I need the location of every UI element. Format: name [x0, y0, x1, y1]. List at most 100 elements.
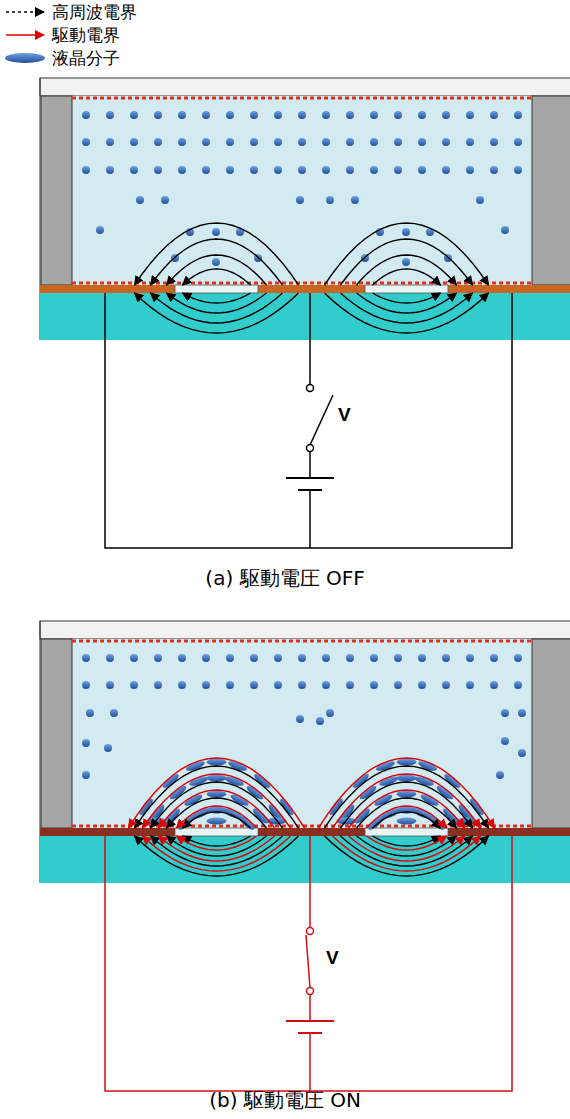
battery-plate [298, 1032, 322, 1034]
lc-molecule-aligned [207, 791, 227, 798]
hf-field-line [135, 766, 299, 828]
lc-molecule [106, 111, 114, 119]
lc-molecule [322, 166, 330, 174]
lc-molecule [202, 138, 210, 146]
panel-on [40, 621, 570, 1091]
lc-molecule [130, 111, 138, 119]
hf-field-line [325, 293, 489, 333]
wire [105, 293, 512, 548]
drive-field-line [367, 836, 447, 850]
lc-molecule [370, 166, 378, 174]
hf-field-line [325, 766, 489, 828]
lc-molecule [154, 681, 162, 689]
lc-molecule [250, 654, 258, 662]
lc-molecule [442, 681, 450, 689]
dotted-line [72, 640, 532, 643]
switch-contact [307, 445, 314, 452]
lc-molecule [514, 681, 522, 689]
battery-plate [298, 489, 322, 491]
hf-field-line [151, 836, 283, 866]
molecules [82, 111, 522, 266]
wire [306, 935, 310, 988]
lc-molecule [466, 166, 474, 174]
hf-field-line [357, 293, 457, 313]
lc-molecule [370, 654, 378, 662]
legend-label: 高周波電界 [52, 2, 137, 22]
wire [309, 1033, 311, 1091]
lc-molecule [226, 681, 234, 689]
lc-molecule [370, 111, 378, 119]
legend-sample-drive-field [6, 34, 44, 36]
lc-molecule [226, 654, 234, 662]
lc-molecule [490, 166, 498, 174]
lc-molecule [442, 138, 450, 146]
lc-molecule [490, 654, 498, 662]
lc-molecule [298, 138, 306, 146]
figure-caption: (b) 駆動電圧 ON [209, 1088, 361, 1112]
bottom-substrate [40, 835, 570, 883]
battery-plate [286, 477, 334, 479]
lc-molecule [161, 196, 169, 204]
lc-molecule-aligned [252, 772, 272, 790]
lc-molecule [402, 228, 410, 236]
lc-molecule [346, 138, 354, 146]
dotted-line [72, 97, 532, 100]
lc-molecule [178, 654, 186, 662]
lc-molecule [130, 166, 138, 174]
lc-molecule [322, 654, 330, 662]
hf-field-line [341, 782, 473, 828]
lc-molecule [346, 681, 354, 689]
lc-molecule [490, 138, 498, 146]
lc-molecule [518, 709, 526, 717]
field-lines [129, 758, 495, 876]
drive-field-line [319, 758, 495, 828]
hf-field-line [183, 269, 251, 285]
lc-molecule-aligned [397, 818, 417, 825]
hf-field-line [357, 255, 457, 285]
hf-field-line [325, 223, 489, 285]
lc-molecule [274, 138, 282, 146]
lc-molecule [466, 138, 474, 146]
lc-molecule [326, 709, 334, 717]
lc-molecule [442, 166, 450, 174]
circuit [105, 836, 512, 1091]
lc-molecule [496, 771, 504, 779]
wire [309, 995, 311, 1021]
legend-label: 駆動電界 [52, 25, 120, 45]
lc-molecule-aligned [397, 775, 417, 782]
lc-molecule [326, 196, 334, 204]
wire [309, 490, 311, 548]
lc-molecule [130, 681, 138, 689]
lc-molecule [86, 709, 94, 717]
spacer [41, 639, 72, 828]
lc-molecule [370, 138, 378, 146]
top-substrate [40, 78, 570, 96]
hf-field-line [167, 836, 267, 856]
wire [309, 293, 311, 384]
drive-field-line [349, 836, 465, 861]
electrode-gap [365, 285, 448, 293]
lc-molecule [501, 709, 509, 717]
hf-field-line [341, 836, 473, 866]
lc-molecule-aligned [207, 818, 227, 825]
hf-field-line [135, 836, 299, 876]
lc-molecule [514, 111, 522, 119]
lc-molecule [130, 138, 138, 146]
lc-molecule [82, 138, 90, 146]
lc-molecule [316, 717, 324, 725]
drive-field-line [159, 836, 275, 861]
lc-molecule [394, 166, 402, 174]
lc-molecule [298, 166, 306, 174]
hf-field-line [167, 255, 267, 285]
lc-molecule [178, 166, 186, 174]
lc-molecule [250, 111, 258, 119]
lc-molecule-aligned [207, 759, 227, 766]
lc-molecule [82, 771, 90, 779]
lc-molecule [514, 166, 522, 174]
drive-field-line [349, 790, 465, 828]
drive-field-line [177, 836, 257, 850]
lc-molecule [466, 111, 474, 119]
hf-field-line [183, 293, 251, 303]
